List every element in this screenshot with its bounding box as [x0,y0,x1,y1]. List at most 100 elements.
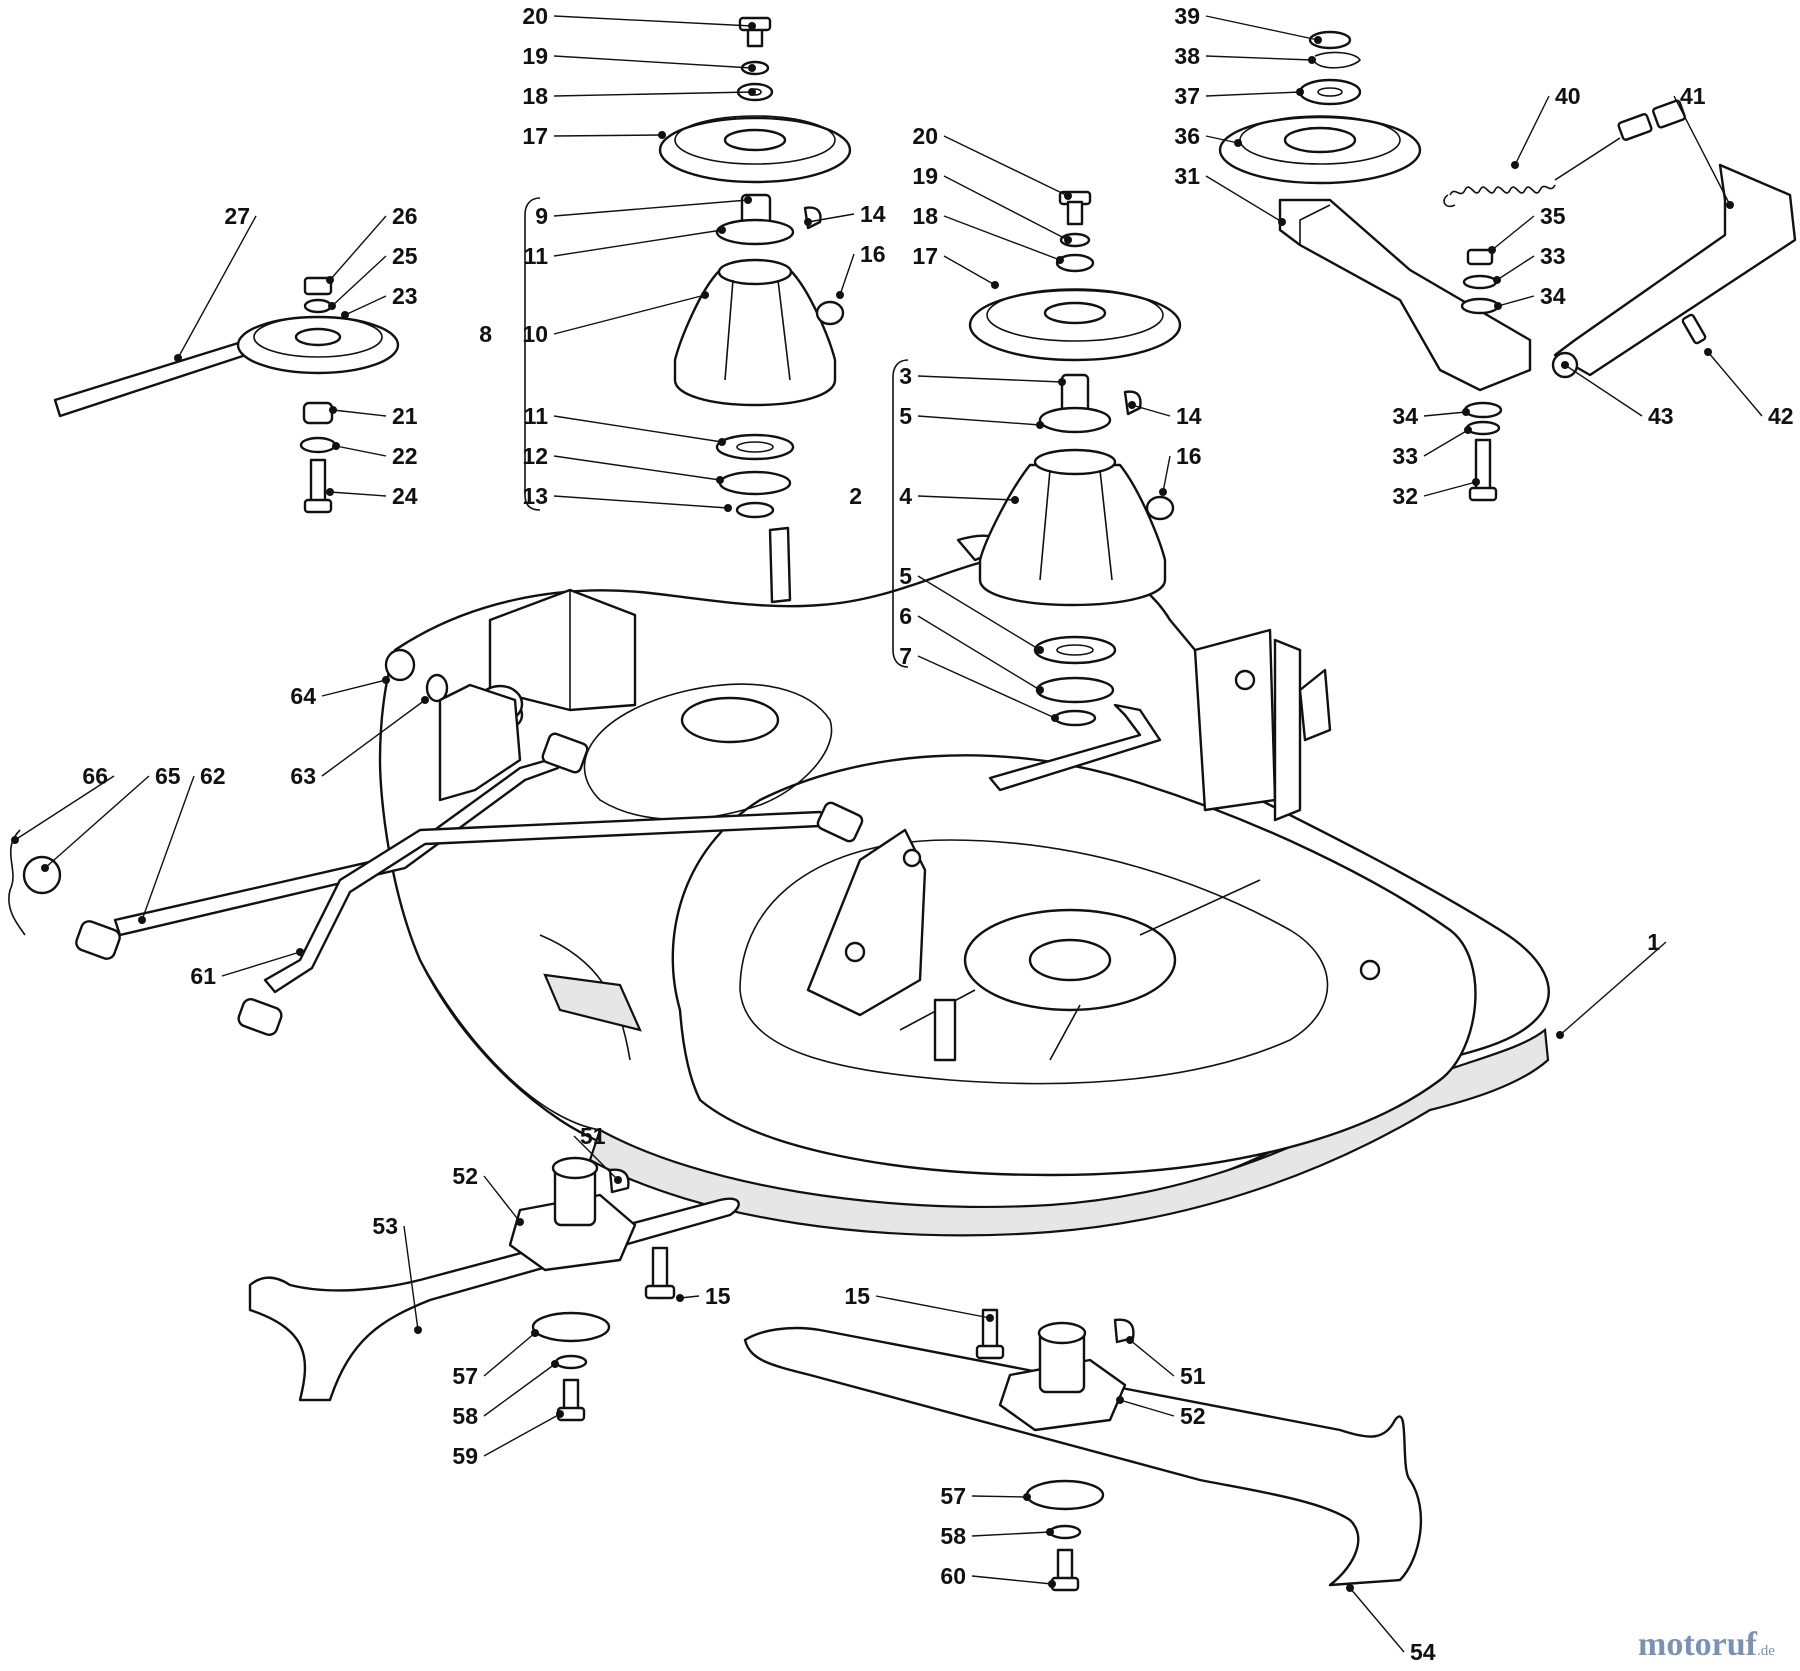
lift-rod-assembly [8,648,864,1036]
leader-dot [1036,646,1044,654]
watermark-brand-a: motoruf [1638,1626,1758,1663]
leader-line [553,455,721,481]
leader-dot [341,311,349,319]
leader-line [1496,255,1535,281]
leader-dot [332,442,340,450]
callout-number: 64 [290,683,316,709]
leader-dot [1511,161,1519,169]
callout-number: 52 [452,1163,478,1189]
leader-dot [744,196,752,204]
leader-line [917,655,1056,719]
leader-line [553,229,723,257]
leader-line [1423,481,1477,497]
leader-dot [1493,276,1501,284]
leader-dot [1494,302,1502,310]
callout-number: 43 [1648,403,1674,429]
leader-dot [1556,1031,1564,1039]
leader-dot [1472,478,1480,486]
leader-line [839,253,855,296]
leader-line [943,215,1061,261]
leader-line [332,409,387,417]
leader-line [1423,411,1467,417]
watermark: motoruf.de [1638,1626,1775,1663]
leader-line [483,1332,536,1377]
callout-number: 26 [392,203,418,229]
leader-dot [1278,218,1286,226]
leader-dot [1058,378,1066,386]
leader-dot [1308,56,1316,64]
callout-number: 65 [155,763,181,789]
callout-number: 60 [940,1563,966,1589]
leader-dot [1036,421,1044,429]
idler-pulley-assembly [53,276,400,514]
leader-line [553,15,753,27]
leader-line [1423,429,1469,457]
callout-number: 59 [452,1443,478,1469]
callout-number: 17 [522,123,548,149]
leader-dot [986,1314,994,1322]
leader-dot [1314,36,1322,44]
leader-line [1205,55,1313,61]
callout-number: 42 [1768,403,1794,429]
tension-arm-assembly [1218,30,1797,502]
leader-line [971,1575,1053,1585]
leader-line [553,415,723,443]
leader-line [917,495,1016,501]
leader-line [1205,175,1283,223]
leader-line [483,1363,556,1417]
leader-line [403,1225,419,1331]
callout-number: 58 [940,1523,966,1549]
leader-dot [421,696,429,704]
leader-dot [1726,201,1734,209]
leader-line [321,699,426,777]
leader-dot [1296,88,1304,96]
leader-dot [1346,1584,1354,1592]
leader-dot [556,1410,564,1418]
leader-line [971,1495,1028,1498]
leader-line [943,175,1069,241]
leader-line [807,213,855,223]
callout-number: 11 [524,403,549,429]
leader-line [553,294,706,335]
callout-number: 10 [522,321,548,347]
brace-8 [524,197,541,511]
leader-dot [11,836,19,844]
callout-number: 3 [899,363,912,389]
leader-line [321,679,387,697]
mower-deck [378,526,1550,1237]
callout-number: 38 [1174,43,1200,69]
leader-line [221,951,301,977]
leader-dot [1023,1493,1031,1501]
callout-number: 9 [535,203,548,229]
callout-number: 58 [452,1403,478,1429]
leader-line [917,415,1041,426]
callout-number: 41 [1680,83,1706,109]
leader-dot [658,131,666,139]
callout-number: 18 [912,203,938,229]
leader-dot [748,64,756,72]
callout-number: 57 [940,1483,966,1509]
callout-number: 36 [1174,123,1200,149]
leader-dot [174,354,182,362]
leader-line [553,495,729,509]
leader-line [553,199,749,217]
callout-number: 5 [899,563,912,589]
leader-dot [724,504,732,512]
callout-number: 63 [290,763,316,789]
leader-line [344,295,387,316]
leader-lines [11,15,1763,1653]
callout-number: 24 [392,483,418,509]
callout-number: 40 [1555,83,1581,109]
callout-number: 37 [1174,83,1200,109]
callout-number: 17 [912,243,938,269]
leader-line [331,255,387,307]
leader-dot [701,291,709,299]
leader-dot [748,88,756,96]
leader-dot [1488,246,1496,254]
callout-number: 7 [899,643,912,669]
callout-number: 62 [200,763,226,789]
leader-line [1131,404,1171,417]
leader-dot [676,1294,684,1302]
leader-line [917,375,1063,383]
leader-dot [1116,1396,1124,1404]
